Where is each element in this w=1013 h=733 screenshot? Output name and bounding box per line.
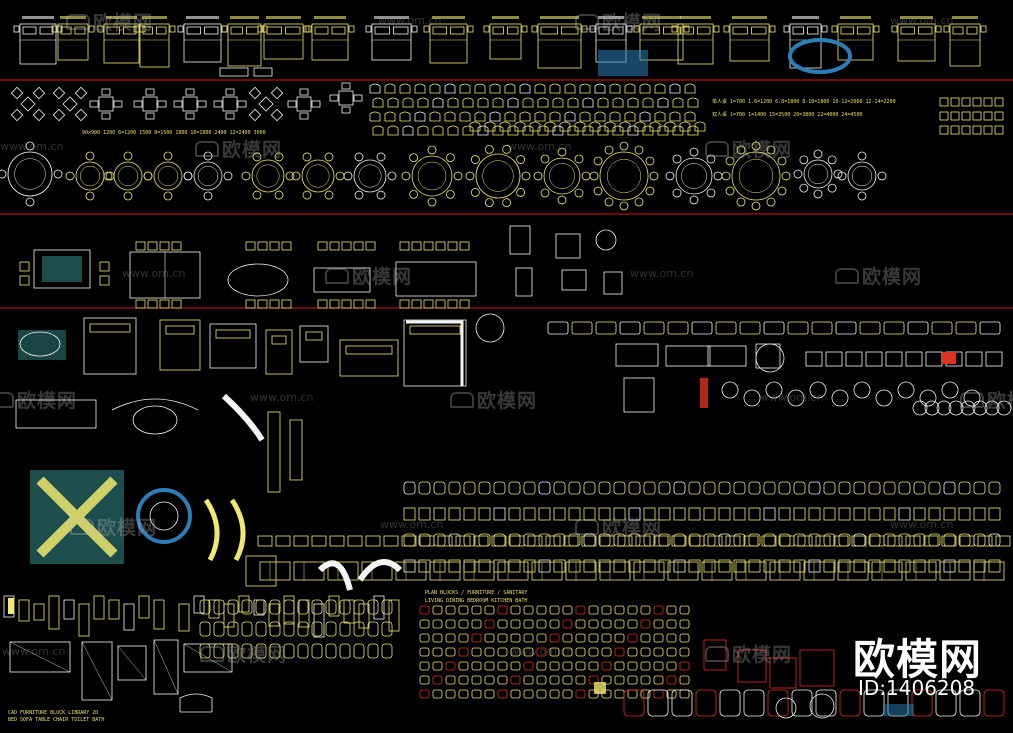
- footer-note-2: BED SOFA TABLE CHAIR TOILET BATH: [8, 717, 105, 723]
- watermark: 欧模网: [960, 386, 1013, 413]
- watermark-url: www.om.cn: [2, 645, 66, 658]
- watermark-url: www.om.cn: [250, 391, 314, 404]
- watermark-url: www.om.cn: [510, 645, 574, 658]
- dining-table-blocks: [10, 82, 363, 122]
- watermark: 欧模网: [575, 513, 662, 540]
- watermark: 欧模网: [835, 262, 922, 289]
- round-table-blocks-row: [0, 141, 887, 211]
- rectangular-table-blocks-row: [19, 225, 623, 309]
- watermark-url: www.om.cn: [378, 14, 442, 27]
- watermark: 欧模网: [705, 640, 792, 667]
- watermark-url: www.om.cn: [890, 14, 954, 27]
- lower-note-2: LIVING DINING BEDROOM KITCHEN BATH: [425, 598, 528, 604]
- bed-blocks-row: [13, 16, 987, 77]
- watermark-url: www.om.cn: [508, 140, 572, 153]
- misc-blocks: [419, 605, 1005, 719]
- watermark-url: www.om.cn: [890, 518, 954, 531]
- watermark: 欧模网: [200, 640, 287, 667]
- watermark: 欧模网: [575, 8, 662, 35]
- watermark-url: www.om.cn: [0, 140, 64, 153]
- watermark: 欧模网: [450, 386, 537, 413]
- footer-note-1: CAD FURNITURE BLOCK LIBRARY 2D: [8, 710, 99, 716]
- watermark: 欧模网: [325, 262, 412, 289]
- sofa-armchair-blocks-right: [547, 321, 1012, 416]
- sanitary-blocks: [3, 595, 400, 713]
- watermark-url: www.om.cn: [760, 391, 824, 404]
- table-size-note-right-1: 单人桌 1=700 1.6=1200 6.8=1800 8-10=1800 10…: [712, 99, 896, 105]
- watermark: 欧模网: [705, 135, 792, 162]
- lower-note-1: PLAN BLOCKS / FURNITURE / SANITARY: [425, 590, 528, 596]
- watermark-url: www.om.cn: [122, 267, 186, 280]
- watermark-url: www.om.cn: [380, 518, 444, 531]
- chair-blocks-grid: [369, 83, 1004, 136]
- watermark: 欧模网: [0, 386, 77, 413]
- small-furniture-grid: [245, 481, 1011, 591]
- watermark: 欧模网: [195, 135, 282, 162]
- table-size-note-right-2: 双人桌 1=700 1=1400 15=3500 20=3800 22=4000…: [712, 112, 863, 118]
- watermark: 欧模网: [66, 8, 153, 35]
- watermark: 欧模网: [70, 513, 157, 540]
- brand-logo: 欧模网: [853, 635, 983, 684]
- sofa-set-blocks: [15, 313, 505, 564]
- table-size-note: 90x900 1200 6=1200 1500 8=1500 1800 10=1…: [82, 130, 266, 136]
- watermark-url: www.om.cn: [630, 267, 694, 280]
- model-id-label: ID:1406208: [858, 676, 976, 700]
